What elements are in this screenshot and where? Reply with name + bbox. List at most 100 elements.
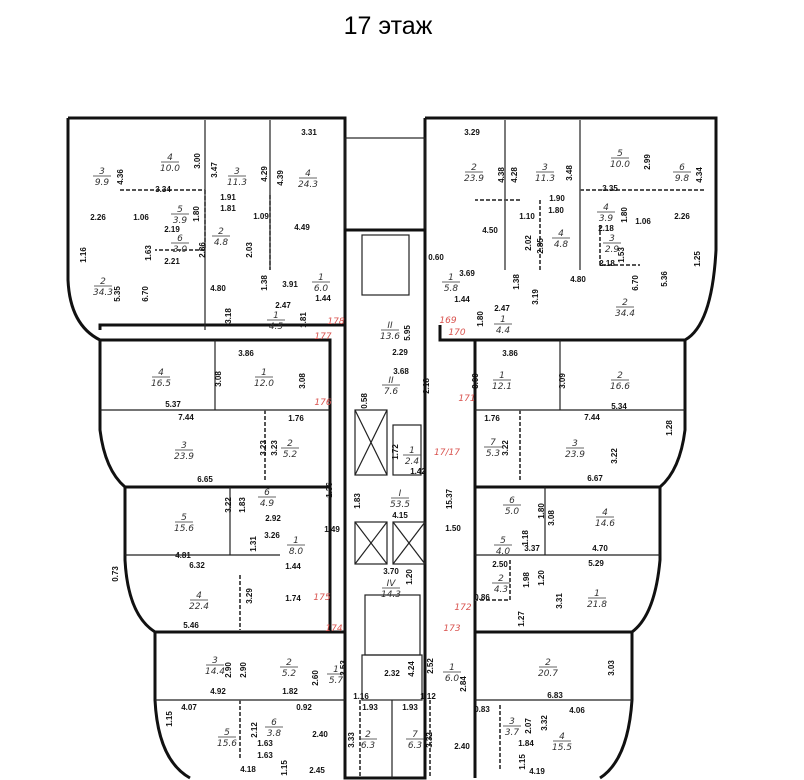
- room-label: 311.3: [227, 167, 247, 188]
- room-area: 16.5: [151, 379, 171, 389]
- room-label: 65.0: [503, 496, 521, 517]
- apartment-number: 173: [443, 624, 460, 634]
- dimension-label: 1.53: [617, 247, 626, 263]
- dimension-label: 3.68: [393, 367, 409, 376]
- room-number: 2: [471, 163, 477, 173]
- walls: [66, 116, 718, 780]
- dimension-label: 1.09: [253, 212, 269, 221]
- dimension-label: 4.38: [497, 167, 506, 183]
- dimension-label: 1.06: [133, 213, 149, 222]
- dimension-label: 3.22: [610, 448, 619, 464]
- room-area: 5.2: [282, 669, 297, 679]
- room-number: 3: [542, 163, 548, 173]
- room-number: 5: [181, 513, 187, 523]
- room-number: 5: [500, 536, 506, 546]
- dimension-label: 1.44: [315, 294, 331, 303]
- room-label: 12.4: [403, 446, 421, 467]
- dimension-label: 6.70: [631, 275, 640, 291]
- dimension-label: 1.80: [620, 207, 629, 223]
- room-area: 34.4: [615, 309, 635, 319]
- room-label: 515.6: [217, 728, 237, 749]
- dimension-label: 3.03: [607, 660, 616, 676]
- room-area: 4.8: [554, 240, 569, 250]
- apartment-number: 17/17: [434, 448, 460, 458]
- dimension-label: 4.06: [569, 706, 585, 715]
- room-label: 18.0: [287, 536, 305, 557]
- dimension-label: 4.29: [260, 166, 269, 182]
- room-number: 1: [318, 273, 324, 283]
- room-area: 13.6: [380, 332, 400, 342]
- dimension-label: 3.09: [558, 373, 567, 389]
- room-number: 1: [261, 368, 267, 378]
- room-label: 223.9: [464, 163, 484, 184]
- room-label: 53.9: [171, 205, 189, 226]
- dimension-label: 1.16: [79, 247, 88, 263]
- dimension-label: 1.38: [260, 275, 269, 291]
- room-area: 11.3: [227, 178, 247, 188]
- room-number: 6: [679, 163, 685, 173]
- apartment-number: 172: [454, 603, 471, 613]
- dimension-label: 1.10: [519, 212, 535, 221]
- dimension-label: 1.91: [220, 193, 236, 202]
- dimension-label: 1.44: [454, 295, 470, 304]
- dimension-label: 4.92: [210, 687, 226, 696]
- room-area: 4.9: [260, 499, 275, 509]
- room-area: 2.4: [405, 457, 420, 467]
- room-label: 515.6: [174, 513, 194, 534]
- room-number: 7: [412, 730, 418, 740]
- room-label: 415.5: [552, 732, 572, 753]
- dimension-label: 4.07: [181, 703, 197, 712]
- dimension-label: 3.34: [155, 185, 171, 194]
- dimension-label: 3.08: [298, 373, 307, 389]
- room-area: 2.9: [605, 245, 620, 255]
- room-area: 23.9: [174, 452, 194, 462]
- apartment-number: 169: [439, 316, 456, 326]
- dimension-label: 3.29: [464, 128, 480, 137]
- dimension-label: 1.15: [280, 760, 289, 776]
- dimension-label: 5.37: [165, 400, 181, 409]
- dimension-label: 2.32: [384, 669, 400, 678]
- dimension-label: 7.44: [178, 413, 194, 422]
- dimension-label: 2.03: [245, 242, 254, 258]
- dimension-label: 1.27: [517, 611, 526, 627]
- room-number: 7: [490, 438, 496, 448]
- room-number: 6: [177, 234, 183, 244]
- room-label: 43.9: [597, 203, 615, 224]
- dimension-label: 1.36: [325, 482, 334, 498]
- room-number: 3: [234, 167, 240, 177]
- dimension-label: 0.73: [111, 566, 120, 582]
- room-area: 4.4: [496, 326, 511, 336]
- dimension-label: 2.50: [492, 560, 508, 569]
- dimension-label: 1.72: [391, 444, 400, 460]
- dimension-label: 3.91: [282, 280, 298, 289]
- dimension-label: 4.28: [510, 167, 519, 183]
- room-label: 410.0: [160, 153, 180, 174]
- apartment-number: 178: [327, 317, 344, 327]
- dimension-label: 2.90: [239, 662, 248, 678]
- room-area: 24.3: [298, 180, 318, 190]
- room-number: 4: [559, 732, 565, 742]
- dimension-label: 3.09: [471, 373, 480, 389]
- dimension-label: 5.36: [660, 271, 669, 287]
- dimension-label: 6.83: [547, 691, 563, 700]
- apartment-number: 175: [313, 593, 330, 603]
- room-area: 23.9: [565, 450, 585, 460]
- room-number: 2: [218, 227, 224, 237]
- dimension-label: 1.84: [518, 739, 534, 748]
- room-area: 5.3: [486, 449, 501, 459]
- room-label: 39.9: [93, 167, 111, 188]
- floor-title: 17 этаж: [343, 12, 433, 40]
- dimension-label: 4.36: [116, 169, 125, 185]
- dimension-label: 2.47: [275, 301, 291, 310]
- dimension-label: 1.25: [693, 251, 702, 267]
- room-area: 16.6: [610, 382, 630, 392]
- dimension-label: 0.83: [474, 705, 490, 714]
- room-label: 25.2: [280, 658, 298, 679]
- room-label: 63.8: [265, 718, 283, 739]
- room-area: 20.7: [538, 669, 558, 679]
- room-label: 220.7: [538, 658, 558, 679]
- dimension-label: 1.63: [257, 739, 273, 748]
- room-area: 10.0: [610, 160, 630, 170]
- room-area: 4.0: [496, 547, 511, 557]
